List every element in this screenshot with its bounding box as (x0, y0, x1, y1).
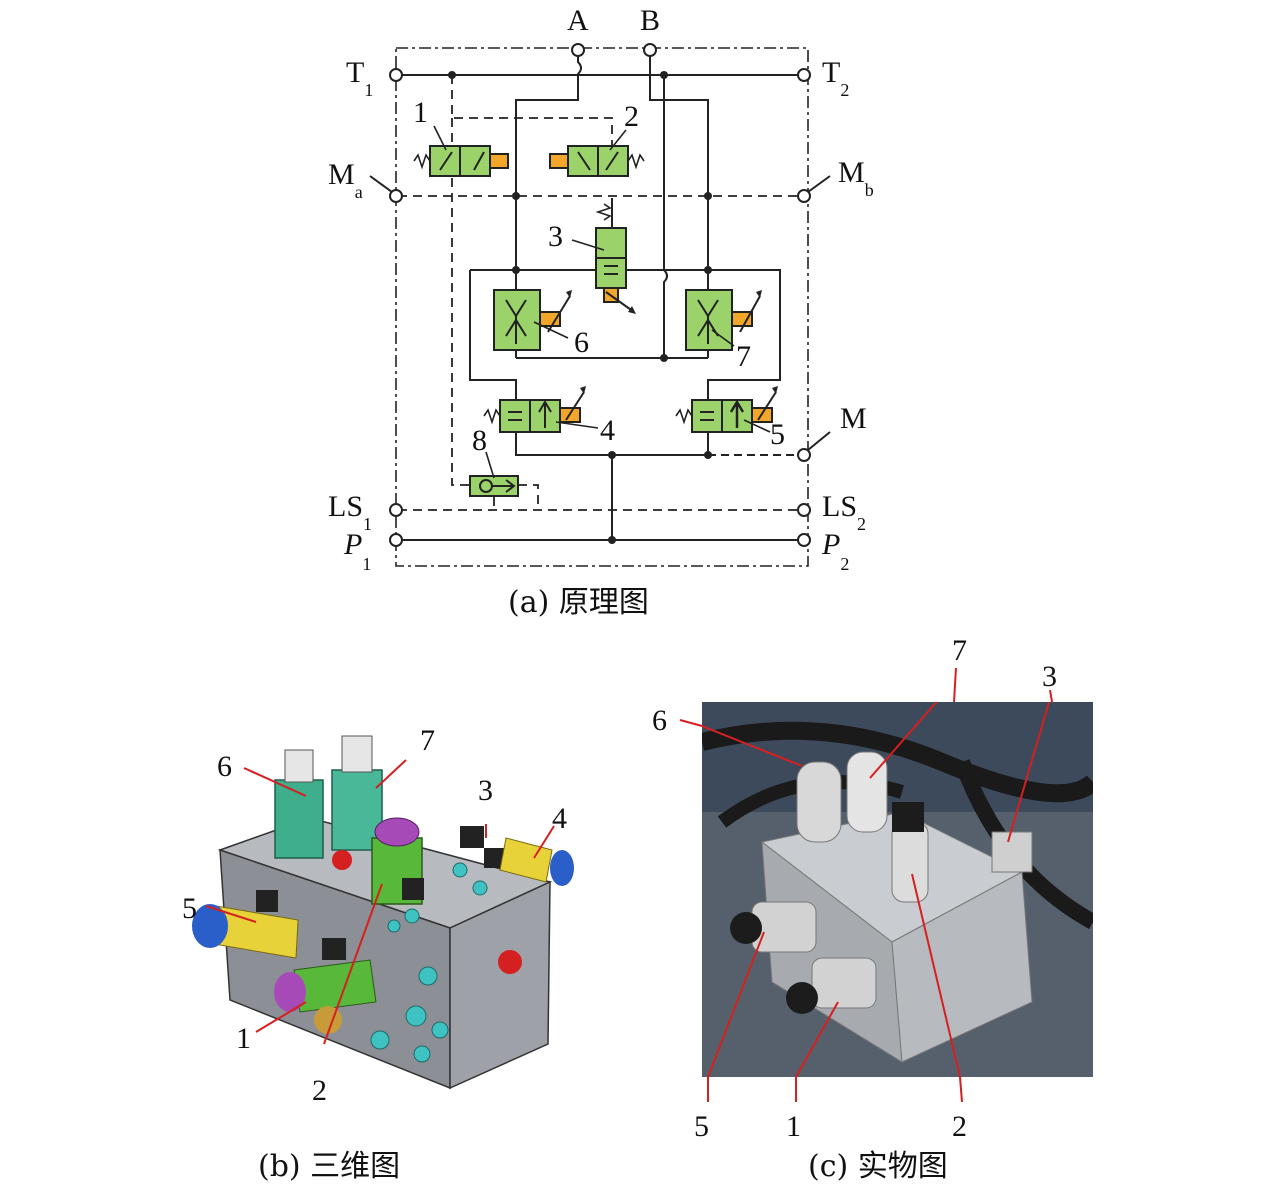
port-B (643, 43, 657, 57)
label-port-LS2: LS2 (822, 490, 867, 534)
valve-5-symbol (675, 386, 778, 433)
photo-label-1: 1 (786, 1110, 801, 1143)
label-port-LS1: LS1 (328, 490, 373, 534)
render-label-7: 7 (420, 724, 435, 757)
label-port-Ma: Ma (328, 158, 363, 202)
render-label-1: 1 (236, 1022, 251, 1055)
caption-schematic: (a) 原理图 (508, 585, 649, 620)
label-port-P2: P2 (822, 528, 850, 574)
valve-7-symbol (685, 289, 762, 351)
photo-label-5: 5 (694, 1110, 709, 1143)
label-port-Mb: Mb (838, 156, 874, 200)
port-P2 (797, 533, 811, 547)
label-port-M: M (840, 402, 867, 435)
render-label-5: 5 (182, 892, 197, 925)
photo-label-7: 7 (952, 634, 967, 667)
label-port-T1: T1 (346, 56, 374, 100)
port-Mb (797, 189, 811, 203)
label-port-T2: T2 (822, 56, 850, 100)
port-P1 (389, 533, 403, 547)
valve-1-symbol (413, 145, 509, 177)
render-label-3: 3 (478, 774, 493, 807)
valve-3-symbol (595, 203, 636, 314)
label-port-A: A (567, 4, 589, 37)
caption-3d-render: (b) 三维图 (258, 1149, 401, 1184)
port-Ma (389, 189, 403, 203)
valve-block-boundary (395, 47, 809, 567)
valve-4-symbol (483, 386, 586, 433)
port-T1 (389, 68, 403, 82)
photo-label-2: 2 (952, 1110, 967, 1143)
schematic-label-3: 3 (548, 220, 563, 253)
schematic-label-4: 4 (600, 414, 615, 447)
port-T2 (797, 68, 811, 82)
valve-2-symbol (549, 145, 645, 177)
schematic-label-1: 1 (413, 96, 428, 129)
label-port-P1: P1 (344, 528, 372, 574)
render-label-2: 2 (312, 1074, 327, 1107)
port-M (797, 448, 811, 462)
schematic-label-6: 6 (574, 326, 589, 359)
schematic-label-5: 5 (770, 418, 785, 451)
schematic-label-7: 7 (736, 340, 751, 373)
schematic-label-8: 8 (472, 424, 487, 457)
caption-photo: (c) 实物图 (808, 1149, 948, 1184)
port-LS2 (797, 503, 811, 517)
photo-label-3: 3 (1042, 660, 1057, 693)
port-LS1 (389, 503, 403, 517)
valve-block-photo (702, 702, 1093, 1077)
schematic-label-2: 2 (624, 100, 639, 133)
valve-block-3d-render (192, 735, 574, 1090)
label-port-B: B (640, 4, 661, 37)
port-A (571, 43, 585, 57)
photo-label-6: 6 (652, 704, 667, 737)
render-label-6: 6 (217, 750, 232, 783)
hydraulic-schematic (369, 43, 831, 567)
valve-6-symbol (493, 289, 572, 351)
render-label-4: 4 (552, 802, 567, 835)
